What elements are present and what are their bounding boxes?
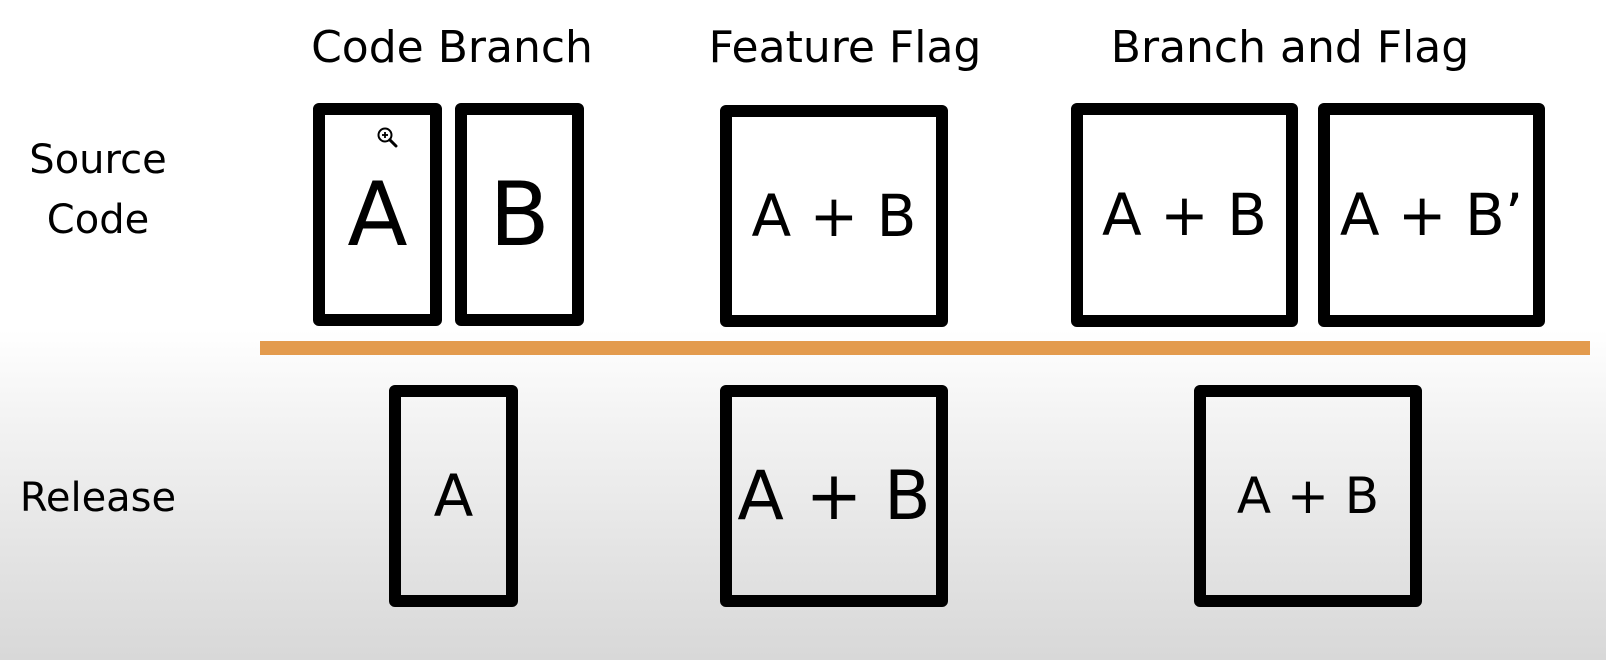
source-box-branch-flag-1-label: A + B — [1102, 181, 1267, 249]
source-box-feature-flag: A + B — [720, 105, 948, 327]
column-title-feature-flag: Feature Flag — [708, 22, 982, 73]
source-box-feature-flag-label: A + B — [751, 182, 917, 250]
row-label-release: Release — [19, 475, 177, 521]
release-box-feature-flag: A + B — [720, 385, 948, 607]
column-title-branch-and-flag: Branch and Flag — [1110, 22, 1470, 73]
row-label-source-code: Source Code — [0, 130, 196, 250]
source-box-branch-a: A — [313, 103, 442, 326]
source-box-branch-b: B — [455, 103, 584, 326]
source-box-branch-b-label: B — [489, 163, 550, 266]
release-box-branch-and-flag: A + B — [1194, 385, 1422, 607]
source-box-branch-flag-1: A + B — [1071, 103, 1298, 327]
source-box-branch-flag-2: A + B’ — [1318, 103, 1545, 327]
row-label-source-line2: Code — [46, 197, 150, 243]
release-box-code-branch: A — [389, 385, 518, 607]
release-box-branch-and-flag-label: A + B — [1236, 467, 1380, 525]
release-box-code-branch-label: A — [433, 462, 474, 530]
source-box-branch-flag-2-label: A + B’ — [1339, 181, 1524, 249]
row-label-source-line1: Source — [29, 137, 167, 183]
column-title-code-branch: Code Branch — [311, 22, 593, 73]
source-release-divider — [260, 341, 1590, 355]
release-box-feature-flag-label: A + B — [737, 456, 931, 536]
zoom-in-magnifier-icon — [377, 127, 398, 148]
source-box-branch-a-label: A — [347, 163, 408, 266]
